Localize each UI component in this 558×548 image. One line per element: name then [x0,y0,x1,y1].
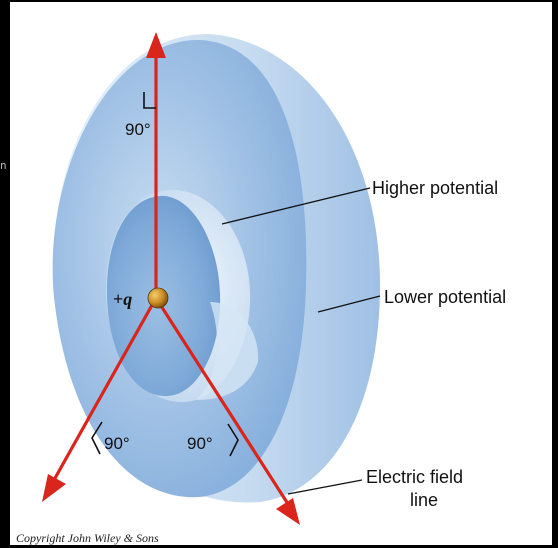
field-line-label-1: Electric field [366,467,464,487]
arrow-up-icon [146,32,166,58]
field-line-left [52,297,158,481]
arrow-right-icon [276,498,300,525]
charge-sphere [147,287,169,309]
charge-symbol: q [123,289,133,309]
field-line-right [154,297,290,505]
arrow-left-icon [42,474,66,502]
right-angle-marks [91,92,239,457]
charge-sign: + [113,289,124,309]
lower-potential-label: Lower potential [384,287,507,307]
angle-label-top: 90° [125,120,151,139]
angle-label-left: 90° [104,434,130,453]
edge-artifact: n [0,160,7,172]
charge-label: +q [113,290,132,308]
angle-label-right: 90° [187,434,213,453]
diagram-drawing [42,32,381,525]
equipotential-diagram: 90° 90° 90° +q Higher potential Lower po… [10,2,552,545]
higher-potential-label: Higher potential [372,178,499,198]
field-lines [42,32,300,525]
leader-lines [221,187,381,495]
field-line-label-2: line [410,490,439,510]
copyright-notice: Copyright John Wiley & Sons [16,531,159,545]
